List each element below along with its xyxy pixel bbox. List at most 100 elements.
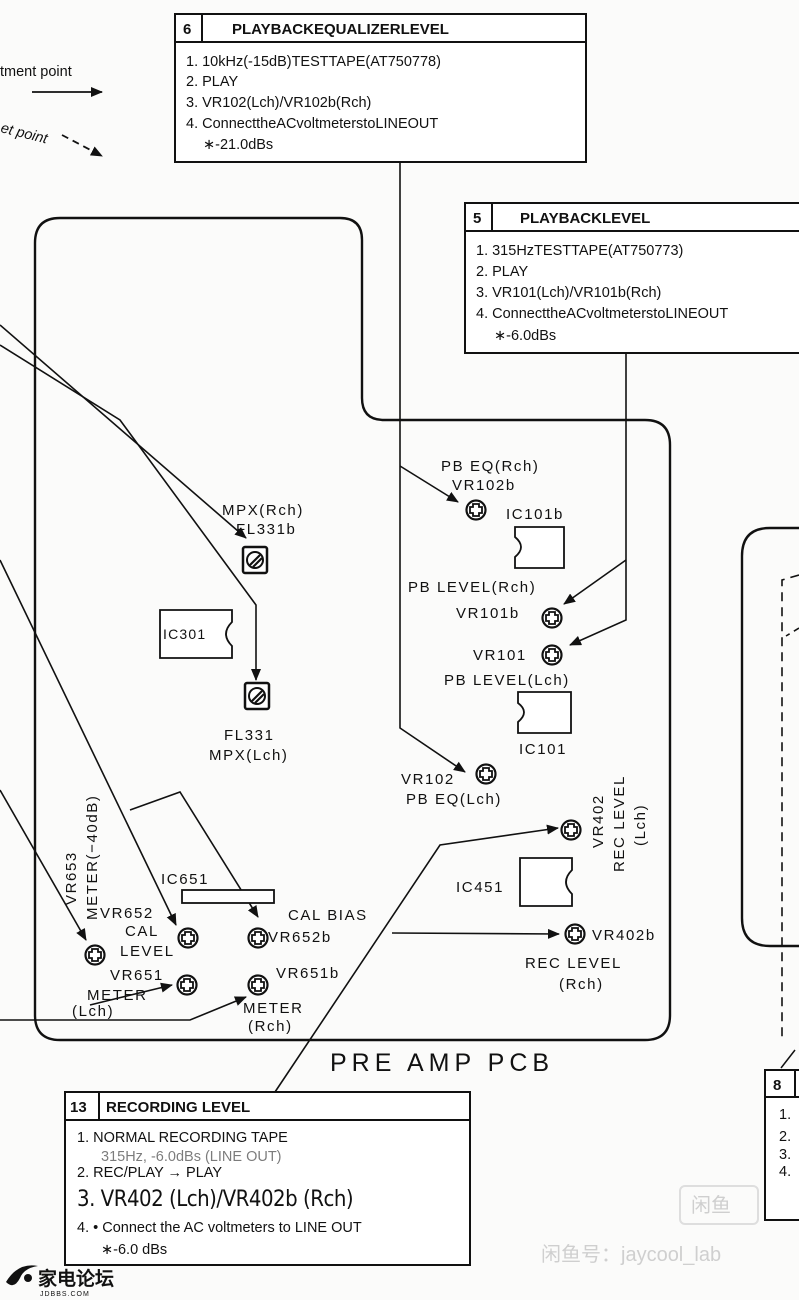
fl331b-filter-icon bbox=[241, 545, 269, 575]
box-13-line-1b: 315Hz, -6.0dBs (LINE OUT) bbox=[101, 1149, 282, 1165]
pre-amp-pcb-outline bbox=[33, 216, 672, 1042]
label-rec-level: REC LEVEL bbox=[525, 955, 622, 972]
fl331-filter-icon bbox=[243, 681, 271, 711]
box-6-playback-equalizer-level: 6 PLAYBACKEQUALIZERLEVEL 1. 10kHz(-15dB)… bbox=[174, 13, 587, 163]
vr653-trim-icon bbox=[84, 944, 106, 966]
label-cal: CAL bbox=[125, 923, 159, 940]
ic451-chip bbox=[519, 857, 573, 907]
watermark: 闲鱼 闲鱼号：jaycool_lab bbox=[541, 1185, 759, 1266]
leader-vr651b bbox=[0, 996, 247, 1021]
label-pb-level-lch: PB LEVEL(Lch) bbox=[444, 672, 570, 689]
logo-swirl-icon bbox=[6, 1265, 38, 1286]
box-5-line-2: 2. PLAY bbox=[476, 264, 528, 280]
label-meter-40db: METER(−40dB) bbox=[84, 795, 101, 920]
box-13-value: ∗-6.0 dBs bbox=[101, 1242, 167, 1258]
right-pcb-outline bbox=[740, 526, 799, 1040]
label-ic101b: IC101b bbox=[506, 506, 564, 523]
label-vr101b: VR101b bbox=[456, 605, 520, 622]
vr651b-trim-icon bbox=[247, 974, 269, 996]
label-meter-lch: METER bbox=[87, 987, 148, 1004]
box-13-recording-level: 13 RECORDING LEVEL 1. NORMAL RECORDING T… bbox=[64, 1091, 471, 1266]
label-rch: (Rch) bbox=[248, 1018, 293, 1035]
legend-dashed-arrow bbox=[61, 134, 103, 157]
vr402-trim-icon bbox=[560, 819, 582, 841]
leader-box5-vr101b bbox=[563, 559, 627, 605]
box-13-line-3: 3. VR402 (Lch)/VR402b (Rch) bbox=[77, 1187, 353, 1212]
box-6-line-1: 1. 10kHz(-15dB)TESTTAPE(AT750778) bbox=[186, 54, 441, 70]
vr101b-trim-icon bbox=[541, 607, 563, 629]
pcb-title: PRE AMP PCB bbox=[330, 1049, 554, 1077]
leader-vr653 bbox=[0, 789, 87, 941]
box-13-line-4: 4. • Connect the AC voltmeters to LINE O… bbox=[77, 1220, 362, 1236]
watermark-text: 闲鱼号：jaycool_lab bbox=[541, 1243, 721, 1266]
leader-vr651 bbox=[89, 982, 173, 1006]
label-lch: (Lch) bbox=[72, 1003, 114, 1020]
vr651-trim-icon bbox=[176, 974, 198, 996]
vr102b-trim-icon bbox=[465, 499, 487, 521]
logo-cn: 家电论坛 bbox=[38, 1267, 114, 1290]
leader-vr652 bbox=[0, 559, 177, 926]
box-5-line-3: 3. VR101(Lch)/VR101b(Rch) bbox=[476, 285, 661, 301]
leader-vr402b bbox=[391, 928, 560, 939]
box-5-playback-level: 5 PLAYBACKLEVEL 1. 315HzTESTTAPE(AT75077… bbox=[464, 202, 799, 354]
box-6-number: 6 bbox=[183, 21, 191, 38]
logo-dot-icon bbox=[24, 1274, 32, 1282]
leader-box6-vr102 bbox=[399, 162, 466, 773]
vr101-trim-icon bbox=[541, 644, 563, 666]
ic101b-chip bbox=[514, 526, 565, 569]
leader-mpx-lch bbox=[0, 344, 261, 681]
leader-box13-vr402 bbox=[274, 824, 559, 1093]
label-vr402: VR402 bbox=[590, 794, 607, 848]
label-pb-eq-rch: PB EQ(Rch) bbox=[441, 458, 540, 475]
pcb-labels: PB EQ(Rch) VR102b IC101b PB LEVEL(Rch) V… bbox=[63, 458, 656, 1077]
label-fl331: FL331 bbox=[224, 727, 275, 744]
vr652-trim-icon bbox=[177, 927, 199, 949]
box-13-title: RECORDING LEVEL bbox=[106, 1099, 250, 1116]
leader-box6-vr102b bbox=[399, 465, 459, 503]
label-vr652b: VR652b bbox=[268, 929, 332, 946]
label-vr402b: VR402b bbox=[592, 927, 656, 944]
watermark-badge-frame bbox=[679, 1185, 759, 1225]
vr402b-trim-icon bbox=[564, 923, 586, 945]
legend: tment point et point bbox=[0, 64, 103, 157]
watermark-badge: 闲鱼 bbox=[691, 1194, 731, 1217]
label-rec-level-vertical: REC LEVEL bbox=[611, 775, 628, 872]
label-vr651: VR651 bbox=[110, 967, 164, 984]
box-6-line-3: 3. VR102(Lch)/VR102b(Rch) bbox=[186, 95, 371, 111]
box-8-cropped: 8 1. 2. 3. 4. bbox=[764, 1049, 799, 1221]
label-vr102b: VR102b bbox=[452, 477, 516, 494]
label-meter-rch: METER bbox=[243, 1000, 304, 1017]
logo-url: JDBBS.COM bbox=[40, 1291, 90, 1298]
site-logo: 家电论坛 JDBBS.COM bbox=[6, 1265, 114, 1298]
label-ic101: IC101 bbox=[519, 741, 567, 758]
leader-lines bbox=[0, 162, 627, 1093]
label-pb-level-rch: PB LEVEL(Rch) bbox=[408, 579, 536, 596]
label-ic651: IC651 bbox=[161, 871, 209, 888]
box-6-line-2: 2. PLAY bbox=[186, 74, 238, 90]
box-13-line-1: 1. NORMAL RECORDING TAPE bbox=[77, 1130, 288, 1146]
box-8-item-1: 1. bbox=[779, 1107, 791, 1123]
box-5-line-1: 1. 315HzTESTTAPE(AT750773) bbox=[476, 243, 683, 259]
legend-solid-label: tment point bbox=[0, 64, 72, 80]
box-5-title: PLAYBACKLEVEL bbox=[520, 210, 650, 227]
label-vr653: VR653 bbox=[63, 851, 80, 905]
label-vr652: VR652 bbox=[100, 905, 154, 922]
legend-dashed-label: et point bbox=[0, 120, 50, 147]
box-8-item-4: 4. bbox=[779, 1164, 791, 1180]
box-6-line-4: 4. ConnecttheACvoltmeterstoLINEOUT bbox=[186, 116, 438, 132]
ic651-chip bbox=[181, 889, 275, 904]
box-13-number: 13 bbox=[70, 1099, 87, 1116]
label-pb-eq-lch: PB EQ(Lch) bbox=[406, 791, 502, 808]
box-5-line-4: 4. ConnecttheACvoltmeterstoLINEOUT bbox=[476, 306, 728, 322]
label-cal-bias: CAL BIAS bbox=[288, 907, 368, 924]
label-vr101: VR101 bbox=[473, 647, 527, 664]
label-lch-vertical: (Lch) bbox=[632, 804, 649, 846]
label-rch-2: (Rch) bbox=[559, 976, 604, 993]
label-ic451: IC451 bbox=[456, 879, 504, 896]
label-vr651b: VR651b bbox=[276, 965, 340, 982]
label-vr102: VR102 bbox=[401, 771, 455, 788]
leader-mpx-rch bbox=[0, 324, 247, 539]
vr652b-trim-icon bbox=[247, 927, 269, 949]
